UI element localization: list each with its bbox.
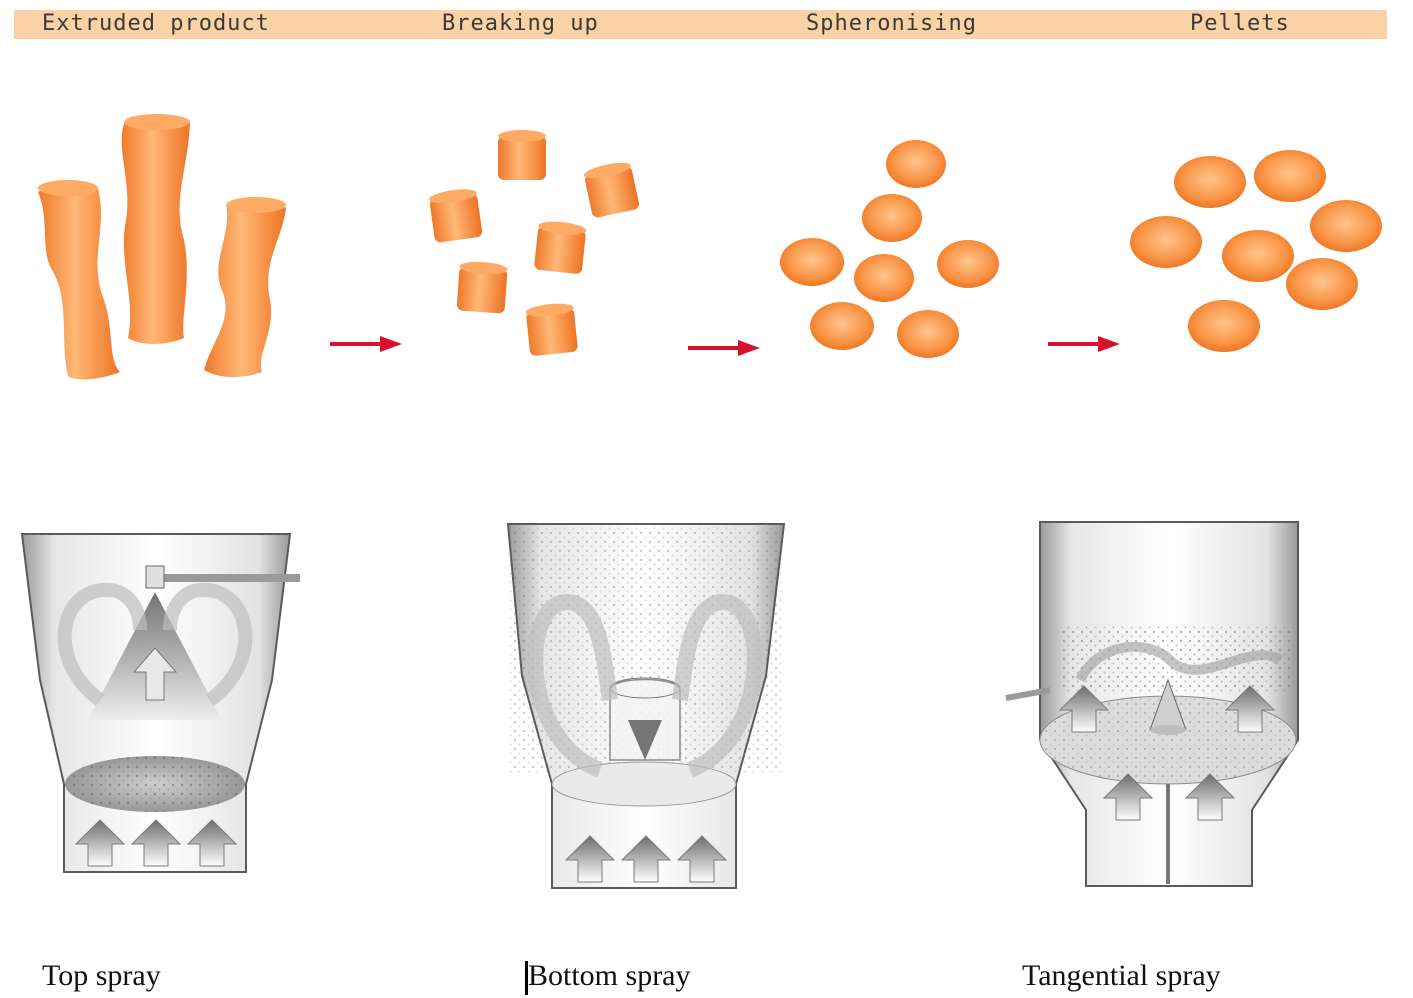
top-spray-diagram [22, 534, 300, 872]
process-arrow-icon [1048, 336, 1120, 352]
caption-tangential-spray: Tangential spray [1022, 958, 1221, 994]
bottom-spray-diagram [508, 524, 784, 888]
tangential-spray-diagram [1006, 522, 1298, 886]
caption-top-spray: Top spray [42, 958, 161, 994]
process-arrow-icon [688, 340, 760, 356]
broken-segments [428, 130, 640, 356]
caption-bottom-spray: Bottom spray [528, 958, 691, 994]
extruded-product-strands [38, 114, 286, 379]
process-arrow-icon [330, 336, 402, 352]
spheronising-granules [780, 140, 999, 358]
final-pellets [1130, 150, 1382, 352]
